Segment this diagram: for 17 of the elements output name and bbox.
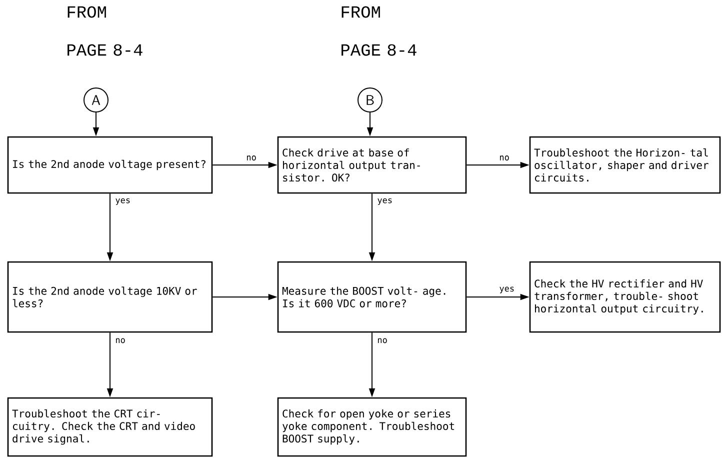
edge-label: yes — [114, 197, 132, 206]
process-box: Check drive at base of horizontal output tran- sistor. OK? — [277, 136, 467, 194]
process-box: Troubleshoot the Horizon- tal oscillator, shaper and driver circuits. — [529, 136, 721, 194]
process-box: Check the HV rectifier and HV transformer, trouble- shoot horizontal output circuitry. — [529, 261, 721, 333]
process-box: Measure the BOOST volt- age. Is it 600 VDC or more? — [277, 261, 467, 333]
edge-label: yes — [376, 197, 394, 206]
page-reference: FROM PAGE 8-4 — [68, 6, 142, 56]
edge-label: no — [245, 154, 258, 162]
edge-label: no — [498, 154, 510, 162]
edge-label: no — [114, 337, 126, 344]
process-box: Troubleshoot the CRT cir- cuitry. Check the CRT and video drive signal. — [7, 397, 213, 457]
process-box: Is the 2nd anode voltage present? — [7, 136, 213, 194]
process-box: Is the 2nd anode voltage 10KV or less? — [7, 261, 213, 333]
page-reference: FROM PAGE 8-4 — [342, 6, 416, 56]
edge-label: yes — [498, 286, 516, 294]
edge-label: no — [376, 337, 388, 344]
process-box: Check for open yoke or series yoke component. Troubleshoot BOOST supply. — [277, 397, 467, 457]
